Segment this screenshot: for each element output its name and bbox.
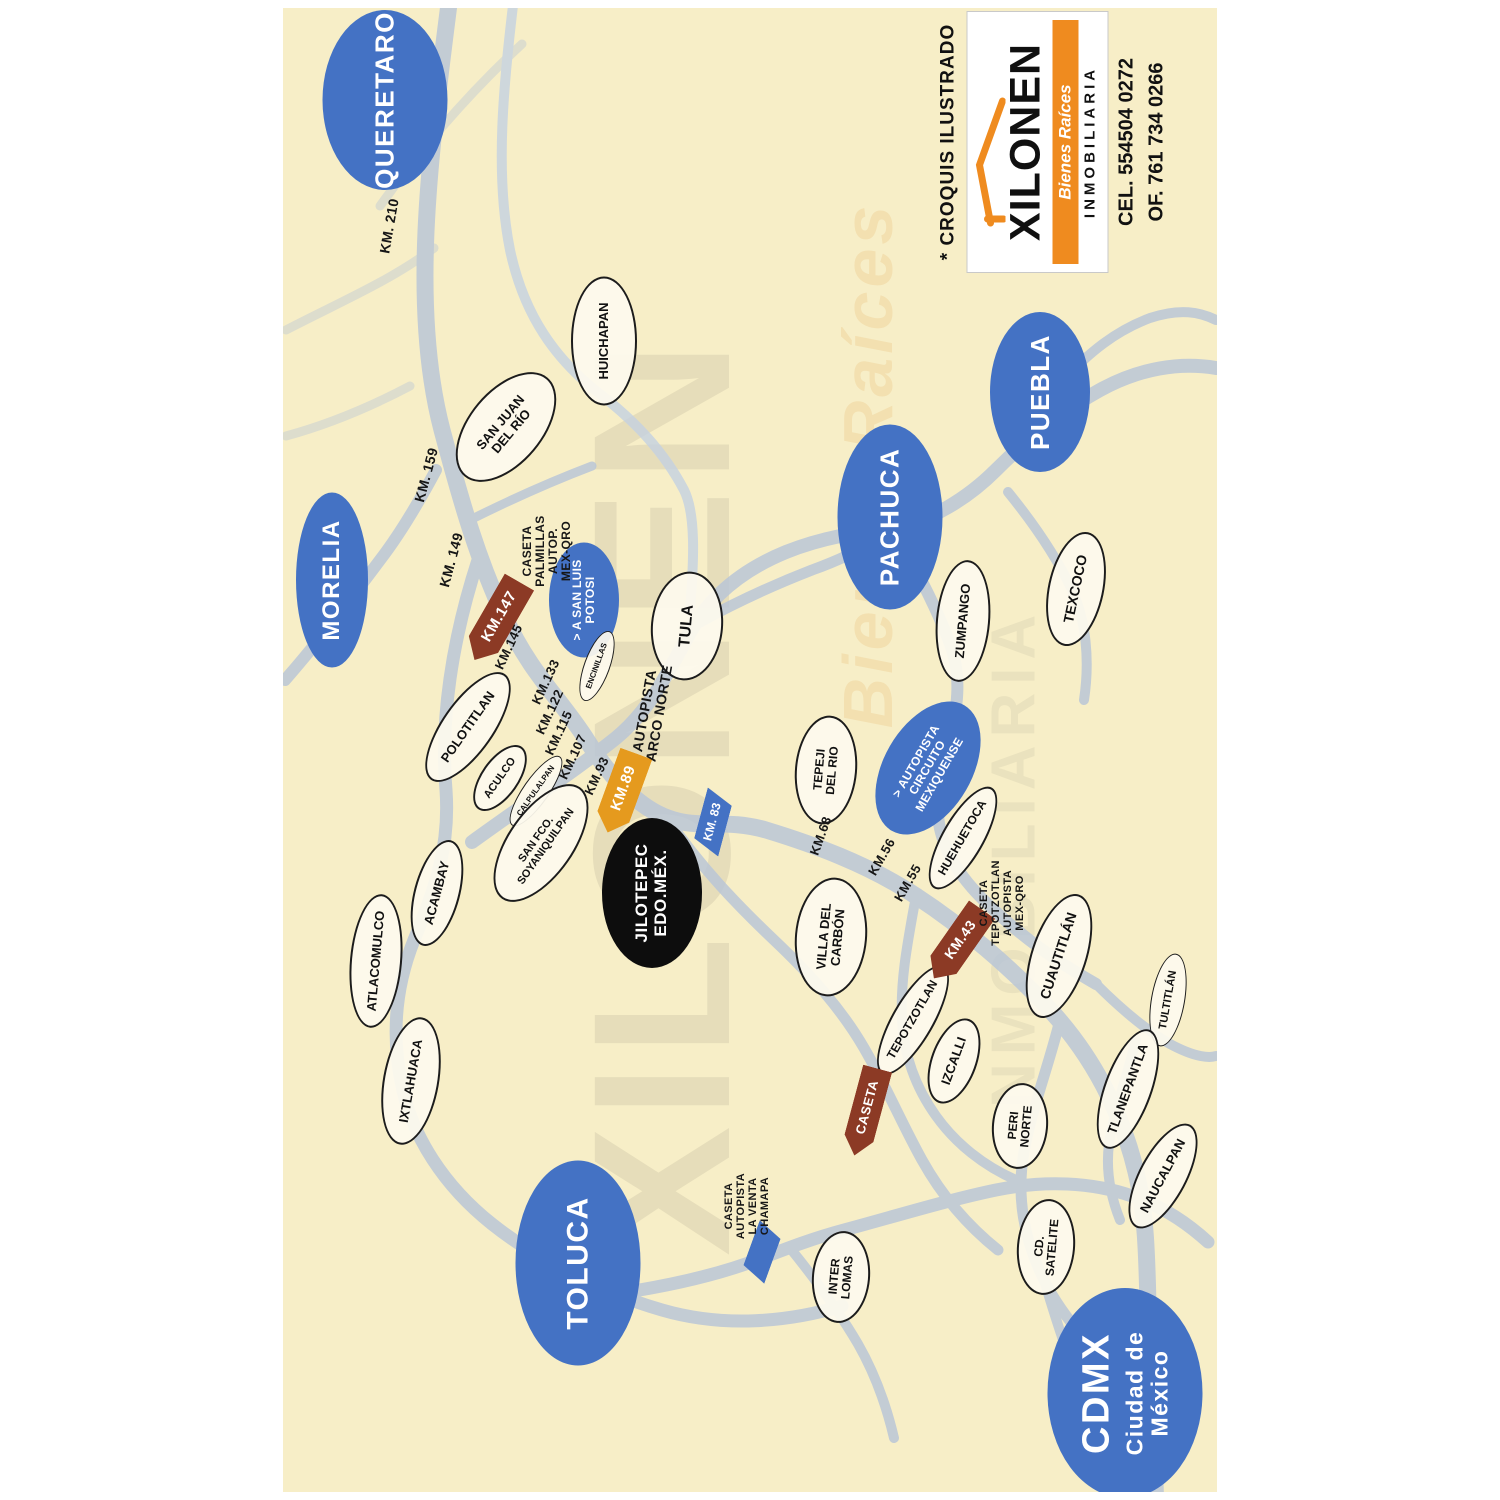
label-caseta-tepotzotlan-label: AUTOPISTA xyxy=(1002,869,1014,937)
phone-of: OF. 761 734 0266 xyxy=(1145,62,1168,222)
label-caseta-palmillas-label: MEX-QRO xyxy=(559,520,574,582)
marker-km-83-label: KM. 83 xyxy=(700,801,725,843)
city-toluca: TOLUCA xyxy=(515,1160,641,1366)
town-huichapan: HUICHAPAN xyxy=(571,276,637,406)
road-cuautitlan-east xyxy=(1091,979,1217,1062)
road-villa-carbon xyxy=(662,814,1004,1256)
city-morelia: MORELIA xyxy=(296,492,368,668)
city-puebla-label: PUEBLA xyxy=(1024,334,1055,450)
label-km-55-label: KM.55 xyxy=(890,861,924,904)
town-acambay-label: ACAMBAY xyxy=(420,859,453,927)
city-pachuca: PACHUCA xyxy=(837,424,943,610)
label-km-210: KM. 210 xyxy=(375,190,405,262)
town-zumpango: ZUMPANGO xyxy=(930,557,996,685)
town-peri-norte-label: NORTE xyxy=(1017,1104,1035,1149)
label-caseta-tepotzotlan-label: MEX-QRO xyxy=(1014,875,1027,931)
town-cuautitlan-label: CUAUTITLÁN xyxy=(1036,910,1080,1002)
phone-cel: CEL. 554504 0272 xyxy=(1115,58,1138,226)
logo-block: * CROQUIS ILUSTRADO XILONEN Bienes Raíce… xyxy=(938,11,1169,273)
town-ixtlahuaca: IXTLAHUACA xyxy=(372,1012,450,1150)
town-cd-satelite: CD.SATELITE xyxy=(1012,1196,1080,1298)
label-caseta-palmillas-label: CASETA xyxy=(519,525,534,577)
town-polotitlan-label: POLOTITLAN xyxy=(437,688,498,765)
town-inter-lomas-label: LOMAS xyxy=(838,1255,856,1300)
brand-subtitle: INMOBILIARIA xyxy=(1081,65,1099,219)
city-queretaro: QUERETARO xyxy=(322,10,448,190)
brand-name: XILONEN xyxy=(1001,42,1050,242)
label-km-159: KM. 159 xyxy=(409,439,445,511)
label-km-56-label: KM.56 xyxy=(864,835,898,878)
town-atlacomulco: ATLACOMULCO xyxy=(344,891,408,1031)
label-caseta-la-venta-label: CASETA xyxy=(722,1182,735,1230)
label-km-55: KM.55 xyxy=(887,855,929,911)
city-morelia-label: MORELIA xyxy=(317,519,345,641)
town-ixtlahuaca-label: IXTLAHUACA xyxy=(395,1037,426,1124)
city-pachuca-label: PACHUCA xyxy=(874,447,905,587)
city-queretaro-label: QUERETARO xyxy=(369,11,400,189)
town-tula-label: TULA xyxy=(676,603,698,648)
town-atlacomulco-label: ATLACOMULCO xyxy=(363,910,388,1012)
label-caseta-la-venta-label: CHAMAPA xyxy=(759,1176,772,1236)
road-sanjuan-connector xyxy=(465,461,597,525)
marker-km-89-label: KM.89 xyxy=(607,763,639,813)
city-cdmx-label: CDMX xyxy=(1075,1332,1118,1454)
town-cd-satelite-label: SATELITE xyxy=(1042,1218,1062,1277)
croquis-title: * CROQUIS ILUSTRADO xyxy=(937,23,959,261)
town-huichapan-label: HUICHAPAN xyxy=(595,302,611,380)
label-caseta-la-venta-label: LA VENTA xyxy=(747,1177,759,1235)
label-km-56: KM.56 xyxy=(861,829,903,885)
town-tlanepantla-label: TLANEPANTLA xyxy=(1104,1041,1151,1137)
xilonen-logo: XILONEN Bienes Raíces INMOBILIARIA xyxy=(966,11,1109,273)
label-caseta-la-venta-label: AUTOPISTA xyxy=(734,1172,747,1240)
town-villa-del-carbon-label: CARBÓN xyxy=(827,908,848,967)
town-izcalli-label: IZCALLI xyxy=(937,1034,969,1087)
marker-caseta: CASETA xyxy=(840,1065,892,1160)
map-canvas: XILONEN Bienes Raíces INMOBILIARIA xyxy=(283,8,1217,1492)
town-zumpango-label: ZUMPANGO xyxy=(951,582,974,659)
marker-km-83: KM. 83 xyxy=(691,787,735,856)
road-tepotzotlan xyxy=(896,891,1021,1185)
city-cdmx-label: México xyxy=(1146,1349,1173,1437)
town-texcoco: TEXCOCO xyxy=(1036,526,1116,652)
note-san-luis-potosi-label: POTOSI xyxy=(583,576,597,624)
label-km-149-label: KM. 149 xyxy=(436,530,467,589)
label-km-210-label: KM. 210 xyxy=(376,197,403,255)
town-texcoco-label: TEXCOCO xyxy=(1060,553,1091,625)
road-top-left-2 xyxy=(283,381,415,441)
map-background: XILONEN Bienes Raíces INMOBILIARIA xyxy=(283,8,1217,1492)
town-acambay: ACAMBAY xyxy=(400,834,474,952)
town-jilotepec-label: EDO.MÉX. xyxy=(651,849,670,937)
marker-caseta-label: CASETA xyxy=(852,1078,882,1136)
label-km-149: KM. 149 xyxy=(434,524,470,596)
city-cdmx-label: Ciudad de xyxy=(1121,1330,1148,1456)
roof-icon xyxy=(975,97,1006,227)
town-naucalpan-label: NAUCALPAN xyxy=(1136,1136,1189,1216)
city-puebla: PUEBLA xyxy=(990,312,1090,472)
town-tepeji-del-rio-label: DEL RIO xyxy=(822,745,842,796)
label-caseta-tepotzotlan-label: CASETA xyxy=(977,879,990,927)
city-toluca-label: TOLUCA xyxy=(561,1196,595,1330)
brand-tagline: Bienes Raíces xyxy=(1052,20,1079,264)
label-km-159-label: KM. 159 xyxy=(411,445,442,504)
label-caseta-tepotzotlan-label: TEPOTZOTLAN xyxy=(989,860,1002,946)
town-aculco-label: ACULCO xyxy=(481,755,519,801)
town-tultitlan-label: TULTITLÁN xyxy=(1156,969,1180,1031)
town-jilotepec-label: JILOTEPEC xyxy=(632,843,652,943)
